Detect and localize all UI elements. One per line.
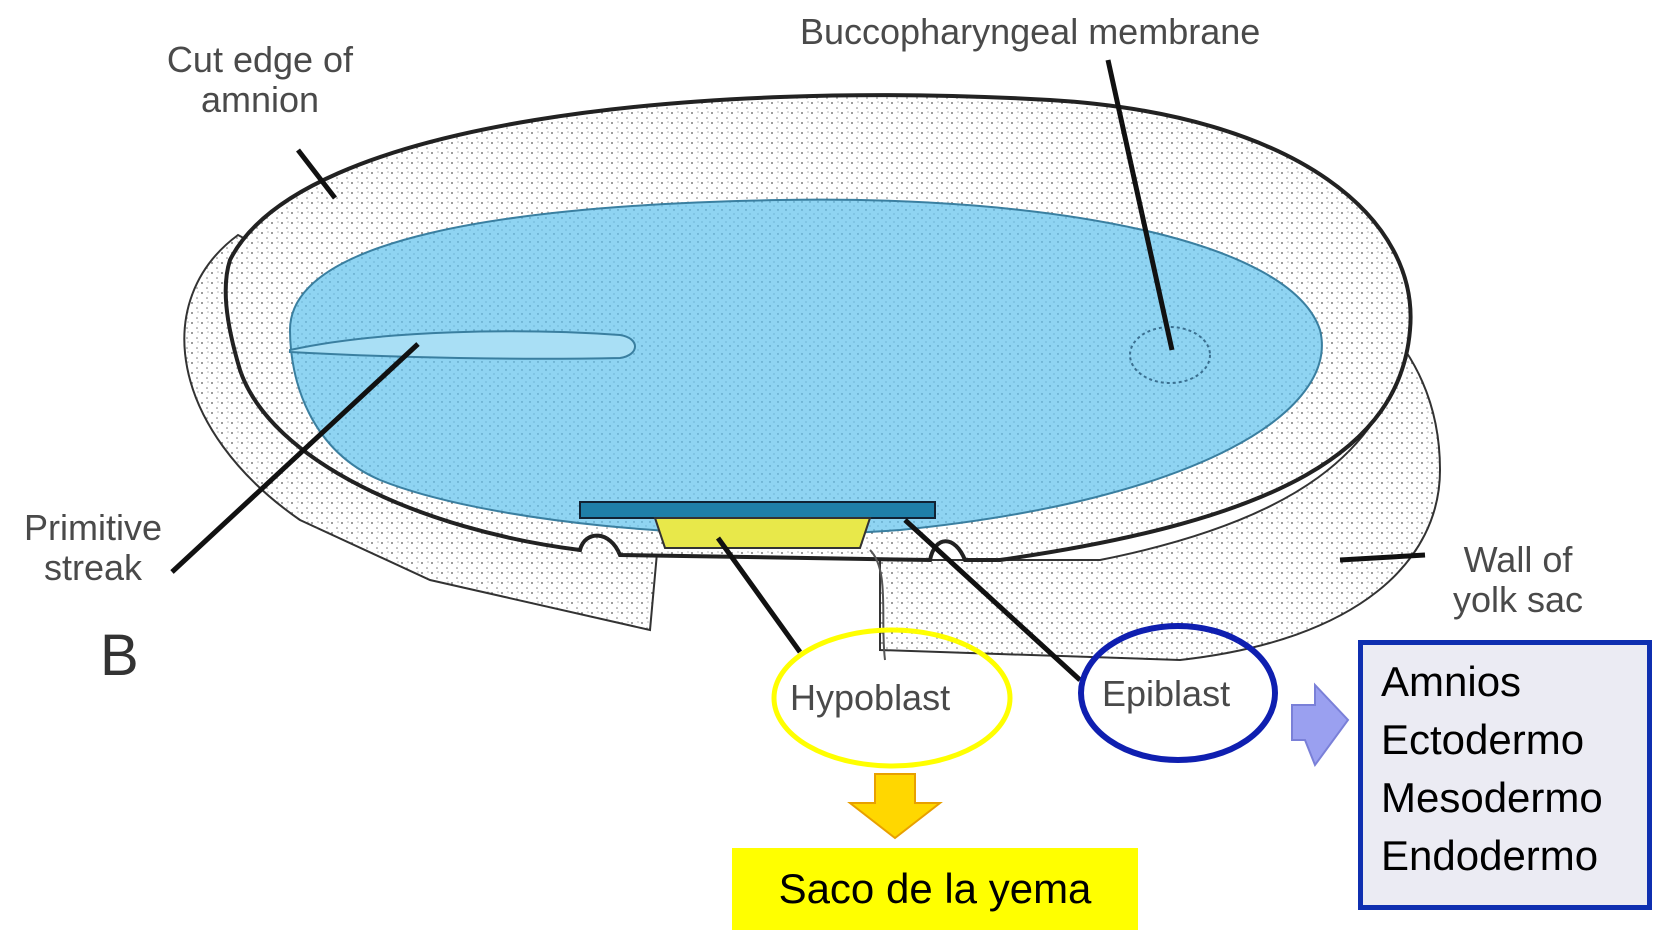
label-wall-yolk-sac: Wall of yolk sac — [1428, 540, 1608, 620]
panel-letter: B — [100, 622, 139, 689]
derivative-mesodermo: Mesodermo — [1381, 769, 1629, 827]
label-wall-line1: Wall of — [1428, 540, 1608, 580]
epiblast-layer — [580, 502, 935, 518]
label-epiblast: Epiblast — [1102, 674, 1230, 714]
epiblast-derivatives-box: Amnios Ectodermo Mesodermo Endodermo — [1358, 640, 1652, 910]
yolk-arrow — [850, 774, 940, 838]
derivatives-arrow — [1292, 685, 1348, 765]
label-cut-edge-line2: amnion — [140, 80, 380, 120]
hypoblast-layer — [655, 518, 870, 548]
derivative-ectodermo: Ectodermo — [1381, 711, 1629, 769]
label-wall-line2: yolk sac — [1428, 580, 1608, 620]
yolk-sac-box: Saco de la yema — [732, 848, 1138, 930]
label-primitive-line1: Primitive — [8, 508, 178, 548]
label-cut-edge-amnion: Cut edge of amnion — [140, 40, 380, 120]
derivative-endodermo: Endodermo — [1381, 827, 1629, 885]
label-cut-edge-line1: Cut edge of — [140, 40, 380, 80]
label-primitive-streak: Primitive streak — [8, 508, 178, 588]
derivative-amnios: Amnios — [1381, 653, 1629, 711]
label-buccopharyngeal: Buccopharyngeal membrane — [800, 12, 1260, 52]
label-hypoblast: Hypoblast — [790, 678, 950, 718]
label-primitive-line2: streak — [8, 548, 178, 588]
